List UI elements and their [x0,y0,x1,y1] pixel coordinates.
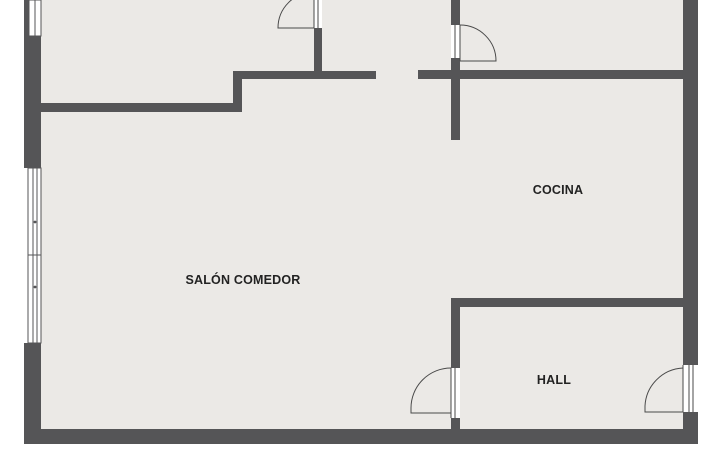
windows [27,0,42,344]
room-label-cocina: COCINA [533,183,584,197]
wall-exterior-right-lower [683,412,698,444]
wall-upper-right-stub [451,0,460,25]
room-label-salon-comedor: SALÓN COMEDOR [185,272,300,287]
wall-upper-center [233,71,376,79]
outside-left [0,0,24,450]
wall-left-top-strip [24,0,29,36]
wall-hall-left [451,298,460,368]
wall-exterior-bottom [24,429,698,444]
door-upper-left [277,0,322,29]
room-label-hall: HALL [537,373,571,387]
wall-hall-top [451,298,684,307]
wall-hall-left-bottom [451,418,460,438]
door-hall-entrance [644,365,698,413]
floor-areas [0,0,683,450]
window-top-left [28,0,42,37]
wall-step-vertical [233,71,242,112]
wall-kitchen-top [418,70,684,79]
wall-exterior-left-mid [24,36,41,168]
wall-upper-door-jamb [314,28,322,79]
window-living-room [27,167,42,344]
room-labels: SALÓN COMEDOR COCINA HALL [185,183,583,387]
walls [24,0,698,444]
door-hall-left [410,367,460,418]
doors [277,0,698,418]
wall-kitchen-divider [451,58,460,140]
door-upper-right [451,24,497,62]
wall-exterior-right-upper [683,0,698,365]
wall-upper-left-bottom [40,103,242,112]
wall-exterior-left-lower [24,343,41,444]
floor-main [40,0,683,430]
